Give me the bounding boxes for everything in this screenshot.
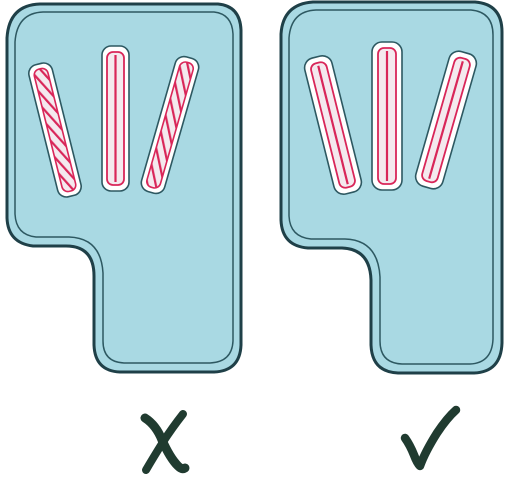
check-mark-icon (405, 410, 456, 466)
tray-incorrect (7, 4, 241, 372)
tray-correct (281, 2, 502, 373)
cross-mark-icon (145, 414, 185, 470)
sample-tube-middle-correct (372, 42, 402, 190)
sample-tube-middle-incorrect (102, 46, 129, 191)
